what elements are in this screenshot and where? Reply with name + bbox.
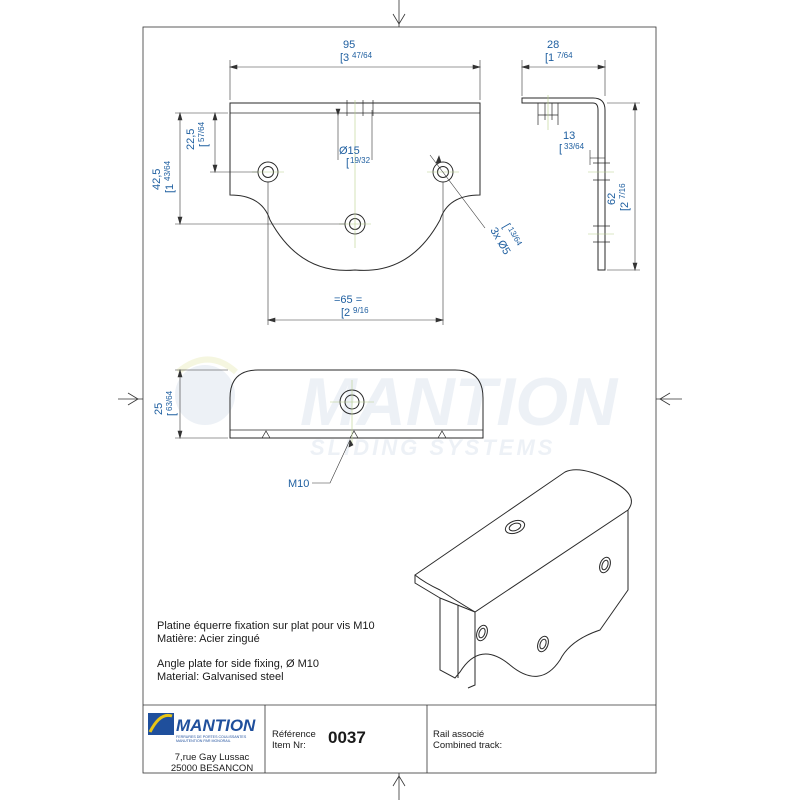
dim-bore-in-frac: 19/32 bbox=[350, 156, 371, 165]
dim-hole-height-in: [ bbox=[198, 144, 210, 147]
dim-side-height-mm: 62 bbox=[606, 193, 618, 205]
dim-spacing-in-frac: 9/16 bbox=[353, 306, 369, 315]
dim-flange-mm: 13 bbox=[563, 130, 575, 142]
dim-side-height-in: [2 bbox=[619, 202, 631, 211]
description-en-line2: Material: Galvanised steel bbox=[157, 671, 284, 683]
logo-mark-icon bbox=[148, 713, 174, 735]
front-view-centerlines bbox=[330, 380, 374, 445]
description-en-line1: Angle plate for side fixing, Ø M10 bbox=[157, 658, 320, 670]
address: 7,rue Gay Lussac 25000 BESANCON bbox=[162, 752, 262, 774]
watermark: MANTION SLIDING SYSTEMS bbox=[175, 356, 619, 460]
dim-spacing-mm: =65 = bbox=[334, 294, 362, 306]
address-line2: 25000 BESANCON bbox=[170, 763, 254, 774]
description-fr-line1: Platine équerre fixation sur plat pour v… bbox=[157, 620, 375, 632]
watermark-tagline: SLIDING SYSTEMS bbox=[310, 435, 555, 460]
logo-sub2: MANUTENTION PAR MONORAIL bbox=[176, 739, 231, 743]
sheet-border bbox=[142, 26, 657, 774]
dim-depth-in: [1 bbox=[545, 52, 554, 64]
description-fr-line2: Matière: Acier zingué bbox=[157, 633, 260, 645]
description-fr: Platine équerre fixation sur plat pour v… bbox=[157, 620, 375, 646]
address-line1: 7,rue Gay Lussac bbox=[174, 752, 250, 763]
dim-front-height-mm: 25 bbox=[153, 403, 165, 415]
side-view-centerlines bbox=[547, 95, 614, 235]
dim-height-mm: 42,5 bbox=[151, 169, 163, 190]
centering-marks bbox=[118, 0, 682, 800]
top-view-dimension-lines bbox=[175, 60, 486, 325]
isometric-view bbox=[414, 469, 632, 689]
dim-bore-in: [ bbox=[346, 157, 349, 169]
reference-labels: Référence Item Nr: bbox=[272, 729, 316, 751]
combined-track: Rail associé Combined track: bbox=[433, 729, 502, 751]
dim-spacing-in: [2 bbox=[341, 307, 350, 319]
combined-track-label-en: Combined track: bbox=[433, 740, 503, 751]
dim-bore-mm: Ø15 bbox=[339, 145, 360, 157]
dim-side-height-in-frac: 7/16 bbox=[618, 183, 627, 199]
dim-flange-in-frac: 33/64 bbox=[564, 142, 585, 151]
side-view-dimension-lines bbox=[520, 60, 640, 272]
dim-depth-in-frac: 7/64 bbox=[557, 51, 573, 60]
logo-sub1: FERRURES DE PORTES COULISSANTES bbox=[176, 735, 247, 739]
dim-front-height-in-frac: 63/64 bbox=[165, 390, 174, 411]
dim-width-mm: 95 bbox=[343, 39, 355, 51]
dim-height-in-frac: 43/64 bbox=[163, 160, 172, 181]
combined-track-label-fr: Rail associé bbox=[433, 729, 485, 740]
dim-depth-mm: 28 bbox=[547, 39, 559, 51]
dim-holes-in: [ bbox=[500, 222, 512, 231]
dim-width-in: [3 bbox=[340, 52, 349, 64]
dim-height-in: [1 bbox=[164, 184, 176, 193]
front-view-dimension-lines bbox=[175, 368, 354, 484]
dim-front-height-in: [ bbox=[166, 413, 178, 416]
logo-text: MANTION bbox=[176, 716, 256, 735]
dim-flange-in: [ bbox=[559, 143, 562, 155]
description-en: Angle plate for side fixing, Ø M10 Mater… bbox=[157, 658, 319, 684]
top-view-centerlines bbox=[252, 100, 459, 248]
side-view bbox=[521, 97, 610, 271]
dim-thread: M10 bbox=[288, 478, 309, 490]
reference-label-fr: Référence bbox=[272, 729, 316, 740]
dim-hole-height-in-frac: 57/64 bbox=[197, 121, 206, 142]
dim-hole-height-mm: 22,5 bbox=[185, 129, 197, 150]
reference-number: 0037 bbox=[328, 728, 366, 747]
mantion-logo: MANTION FERRURES DE PORTES COULISSANTES … bbox=[148, 713, 256, 743]
dim-width-in-frac: 47/64 bbox=[352, 51, 373, 60]
reference-label-en: Item Nr: bbox=[272, 740, 306, 751]
